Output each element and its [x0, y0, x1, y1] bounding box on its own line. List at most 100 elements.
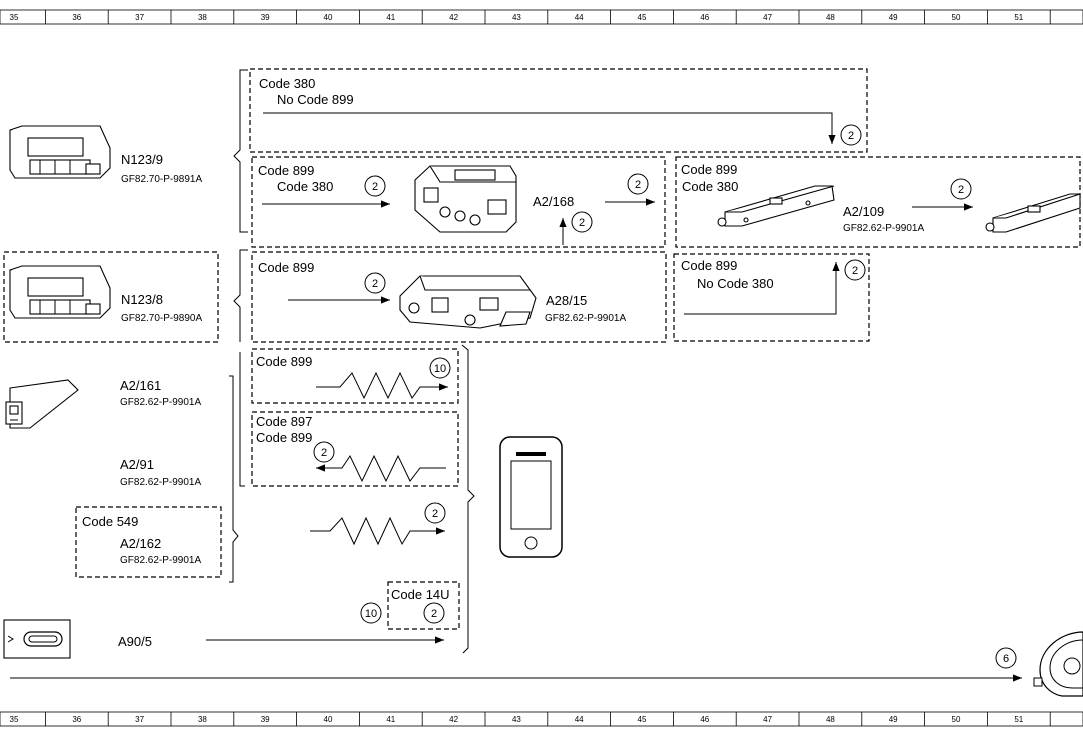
a2-109-device-icon: [717, 185, 835, 227]
speaker-icon: [1033, 631, 1083, 697]
n123-9-device-icon: [9, 125, 111, 179]
box1-code-line2: No Code 899: [277, 92, 354, 107]
usb-c-port-icon: [7, 631, 63, 647]
a2-168-label: A2/168: [533, 194, 574, 209]
n123-8-box: [3, 251, 219, 343]
circle-marker: 2: [950, 178, 972, 200]
box9-code-line1: Code 14U: [391, 587, 450, 602]
a2-91-ref: GF82.62-P-9901A: [120, 477, 201, 488]
code-14u-box: [387, 581, 460, 630]
circle-marker: 10: [429, 357, 451, 379]
grid-number: 44: [575, 715, 584, 724]
a28-15-device-icon: [399, 275, 537, 329]
svg-text:2: 2: [958, 184, 964, 196]
brace-phone: [461, 344, 475, 654]
grid-number: 37: [135, 13, 144, 22]
circle-marker: 2: [313, 441, 335, 463]
a2-161-label: A2/161: [120, 378, 161, 393]
circle-marker: 10: [360, 602, 382, 624]
smartphone-icon: [499, 436, 563, 558]
circle-marker: 2: [840, 124, 862, 146]
svg-text:2: 2: [321, 447, 327, 459]
n123-9-label: N123/9: [121, 152, 163, 167]
circle-marker: 2: [627, 173, 649, 195]
a2-109-ref: GF82.62-P-9901A: [843, 223, 924, 234]
grid-number: 46: [700, 715, 709, 724]
box2-code-line1: Code 899: [258, 163, 314, 178]
a28-15-label: A28/15: [546, 293, 587, 308]
box2-code-line2: Code 380: [277, 179, 333, 194]
a2-168-device-icon: [414, 165, 517, 233]
box7-code-line1: Code 897: [256, 414, 312, 429]
box5-code-line2: No Code 380: [697, 276, 774, 291]
box6-code-line1: Code 899: [256, 354, 312, 369]
grid-number: 44: [575, 13, 584, 22]
grid-frame: [0, 711, 1083, 727]
a2-162-label: A2/162: [120, 536, 161, 551]
a2-109-label: A2/109: [843, 204, 884, 219]
box1-arrow: [263, 112, 836, 144]
box3-code-line2: Code 380: [682, 179, 738, 194]
grid-number: 35: [10, 715, 19, 724]
grid-number: 42: [449, 715, 458, 724]
brace-a2-inner: [239, 352, 245, 487]
grid-number: 40: [324, 13, 333, 22]
brace-n123-8: [233, 249, 248, 342]
grid-number: 47: [763, 13, 772, 22]
circled-number-markers: 2 2 2 2 2 2 2 10 2 2 10 2 6: [313, 124, 1017, 669]
grid-number: 43: [512, 715, 521, 724]
svg-text:2: 2: [579, 217, 585, 229]
grid-number: 36: [72, 13, 81, 22]
grid-number: 49: [889, 715, 898, 724]
svg-text:2: 2: [372, 181, 378, 193]
grid-number: 51: [1014, 13, 1023, 22]
brace-a2: [229, 375, 239, 583]
svg-text:10: 10: [365, 608, 377, 620]
grid-number: 45: [638, 715, 647, 724]
grid-number: 43: [512, 13, 521, 22]
svg-text:2: 2: [432, 508, 438, 520]
grid-number: 41: [386, 715, 395, 724]
grid-number: 41: [386, 13, 395, 22]
grid-number: 46: [700, 13, 709, 22]
code-897-899-box: [251, 411, 459, 487]
code-380-no-899-box: [249, 68, 868, 153]
grid-number: 39: [261, 13, 270, 22]
svg-text:10: 10: [434, 363, 446, 375]
box4-code-line1: Code 899: [258, 260, 314, 275]
circle-marker: 2: [423, 602, 445, 624]
brace-n123-9: [233, 69, 248, 233]
n123-8-device-icon: [9, 265, 111, 319]
a2-91-label: A2/91: [120, 457, 154, 472]
antenna-module-icon: [985, 193, 1081, 233]
grid-number: 35: [10, 13, 19, 22]
code-899-no-380-box: [673, 253, 870, 342]
code-899-380-box-a2-168: [251, 156, 666, 248]
svg-text:2: 2: [852, 265, 858, 277]
circle-marker: 6: [995, 647, 1017, 669]
a2-161-device-icon: [5, 379, 79, 429]
grid-number: 48: [826, 715, 835, 724]
grid-number: 38: [198, 13, 207, 22]
grid-number: 40: [324, 715, 333, 724]
a90-5-label: A90/5: [118, 634, 152, 649]
code-549-box: [75, 506, 222, 578]
svg-text:6: 6: [1003, 653, 1009, 665]
circle-marker: 2: [571, 211, 593, 233]
n123-8-ref: GF82.70-P-9890A: [121, 313, 202, 324]
grid-number: 51: [1014, 715, 1023, 724]
svg-text:2: 2: [635, 179, 641, 191]
grid-number: 45: [638, 13, 647, 22]
n123-8-label: N123/8: [121, 292, 163, 307]
box1-code-line1: Code 380: [259, 76, 315, 91]
box7-wireless-arrow: [316, 454, 446, 483]
grid-number: 42: [449, 13, 458, 22]
code-899-box-a28-15: [251, 251, 667, 343]
svg-text:2: 2: [431, 608, 437, 620]
code-899-wireless-box: [251, 348, 459, 404]
box6-wireless-arrow: [316, 371, 448, 400]
box7-code-line2: Code 899: [256, 430, 312, 445]
